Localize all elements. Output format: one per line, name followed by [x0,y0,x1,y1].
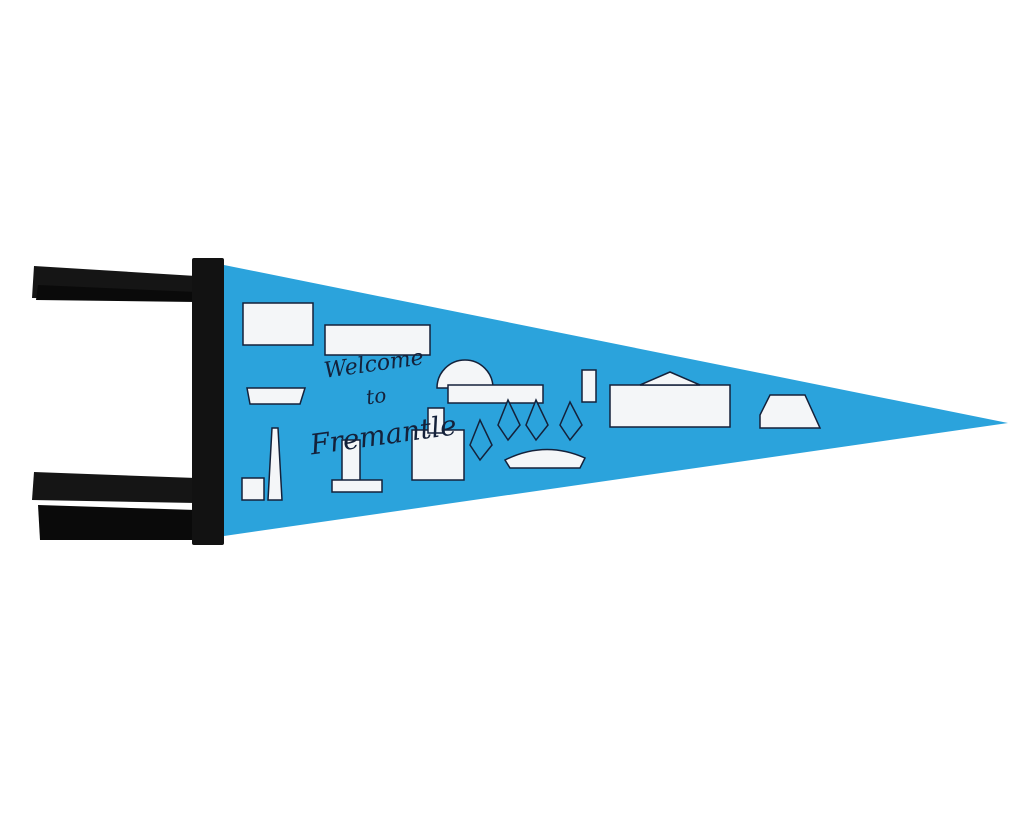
landmark-illustrations [241,302,822,501]
trees [469,398,583,462]
to-text: to [365,383,388,410]
hanging-ties [32,266,196,540]
pennant-header-strip [192,258,224,545]
